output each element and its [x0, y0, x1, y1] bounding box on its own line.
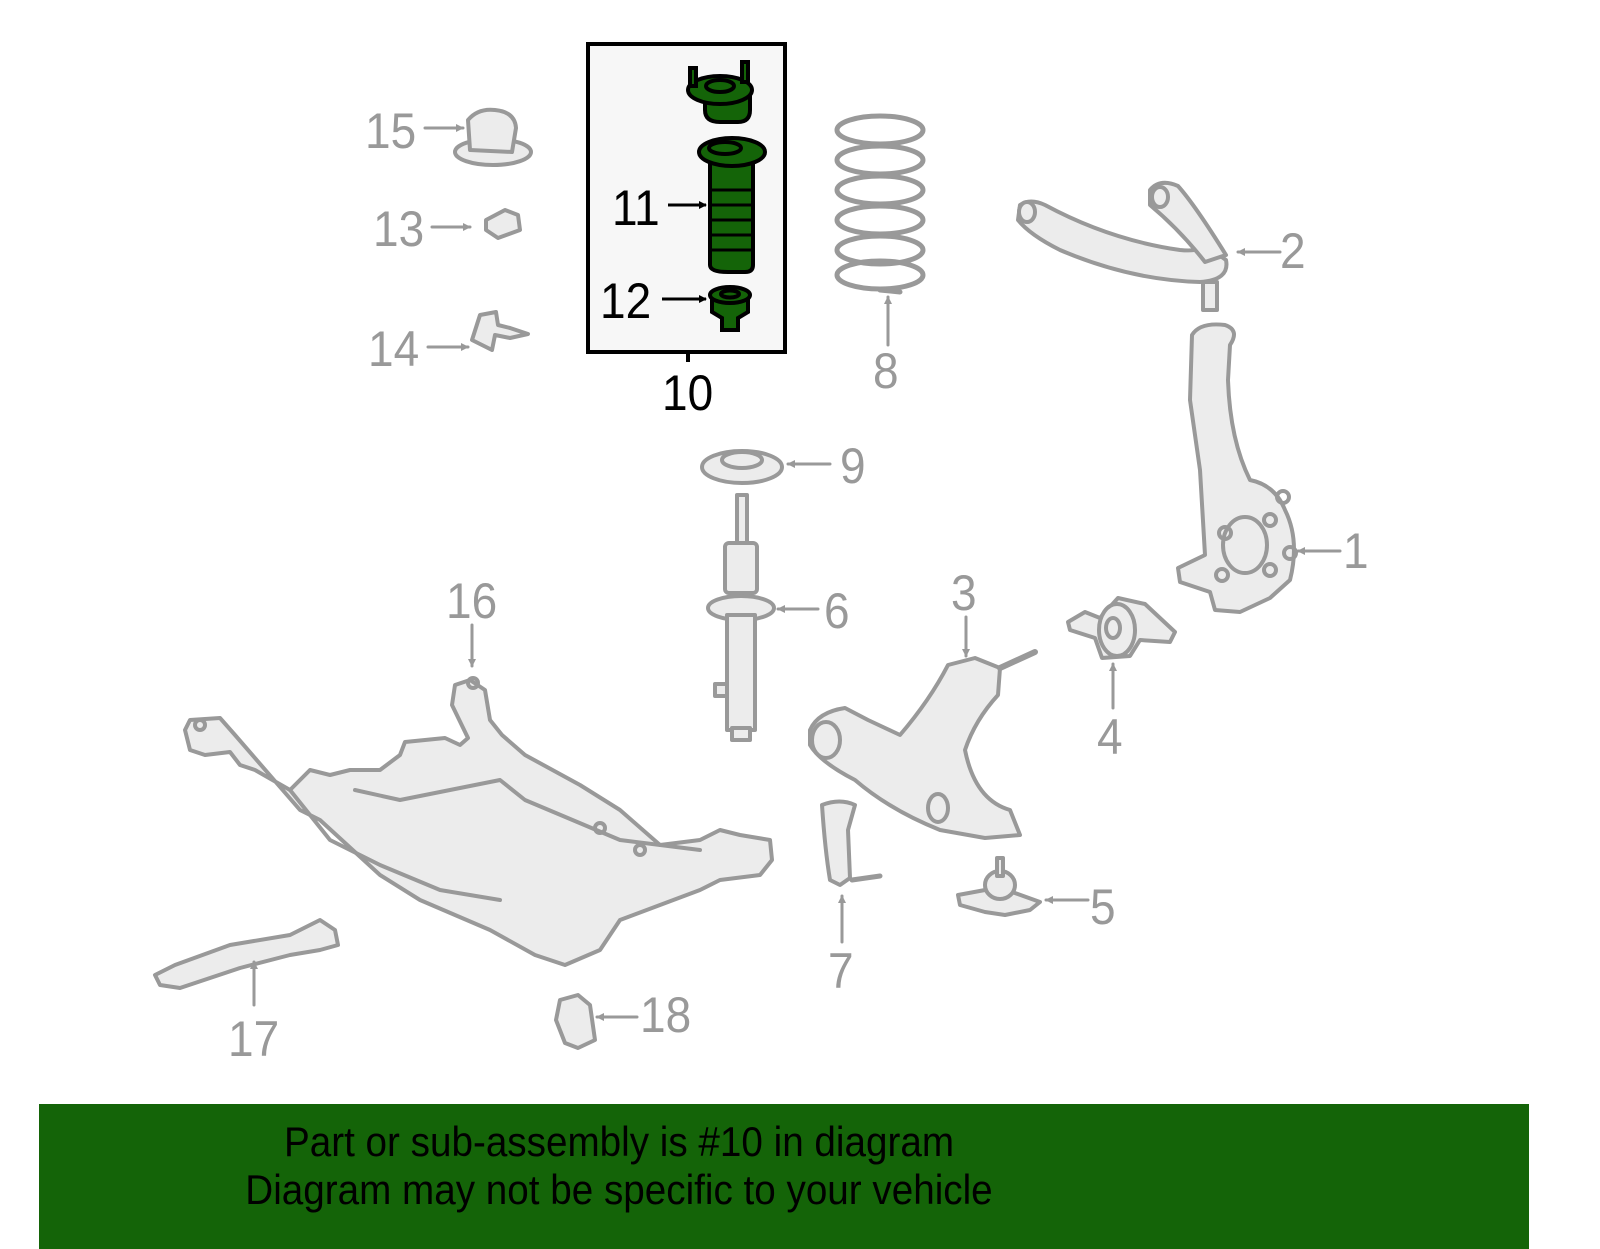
callout-8: 8	[873, 343, 899, 399]
callout-1: 1	[1343, 523, 1369, 579]
callout-13: 13	[373, 201, 425, 257]
callout-10: 10	[662, 365, 714, 421]
callout-7: 7	[828, 943, 854, 999]
callout-9: 9	[840, 438, 866, 494]
clip-part-13[interactable]	[484, 208, 522, 240]
callout-11: 11	[612, 180, 660, 236]
spring-insulator-part-9[interactable]	[700, 449, 784, 485]
insulator-pad-part-18[interactable]	[554, 993, 597, 1050]
bump-stop-part[interactable]	[708, 285, 752, 332]
banner-line-subassembly: Part or sub-assembly is #10 in diagram	[283, 1118, 955, 1165]
info-banner: Part or sub-assembly is #10 in diagram D…	[39, 1104, 1529, 1249]
upper-control-arm-part-2[interactable]	[1016, 180, 1229, 312]
callout-arrows	[250, 124, 1342, 1021]
subassembly-box-10[interactable]	[586, 42, 787, 362]
callout-18: 18	[640, 987, 692, 1043]
callout-16: 16	[446, 573, 498, 629]
nut-cap-part-15[interactable]	[453, 107, 533, 167]
strut-mount-part[interactable]	[686, 60, 754, 124]
banner-line-disclaimer: Diagram may not be specific to your vehi…	[245, 1166, 993, 1213]
control-arm-bushing-part-4[interactable]	[1066, 596, 1177, 660]
strut-part-6[interactable]	[706, 493, 776, 742]
steering-knuckle-part-1[interactable]	[1176, 322, 1298, 614]
callout-15: 15	[365, 103, 417, 159]
lower-ball-joint-part-5[interactable]	[956, 856, 1042, 917]
dust-boot-part[interactable]	[697, 136, 767, 274]
callout-3: 3	[951, 565, 977, 621]
callout-2: 2	[1280, 223, 1306, 279]
bracket-part-14[interactable]	[470, 310, 530, 352]
callout-6: 6	[824, 583, 850, 639]
brace-part-17[interactable]	[153, 918, 340, 990]
callout-4: 4	[1097, 709, 1123, 765]
stabilizer-link-part-7[interactable]	[820, 799, 883, 887]
callout-17: 17	[228, 1011, 280, 1067]
crossmember-part-16[interactable]	[183, 676, 774, 967]
lower-control-arm-part-3[interactable]	[808, 649, 1038, 840]
callout-14: 14	[368, 321, 420, 377]
callout-5: 5	[1090, 879, 1116, 935]
callout-12: 12	[600, 273, 652, 329]
coil-spring-part-8[interactable]	[834, 113, 926, 295]
